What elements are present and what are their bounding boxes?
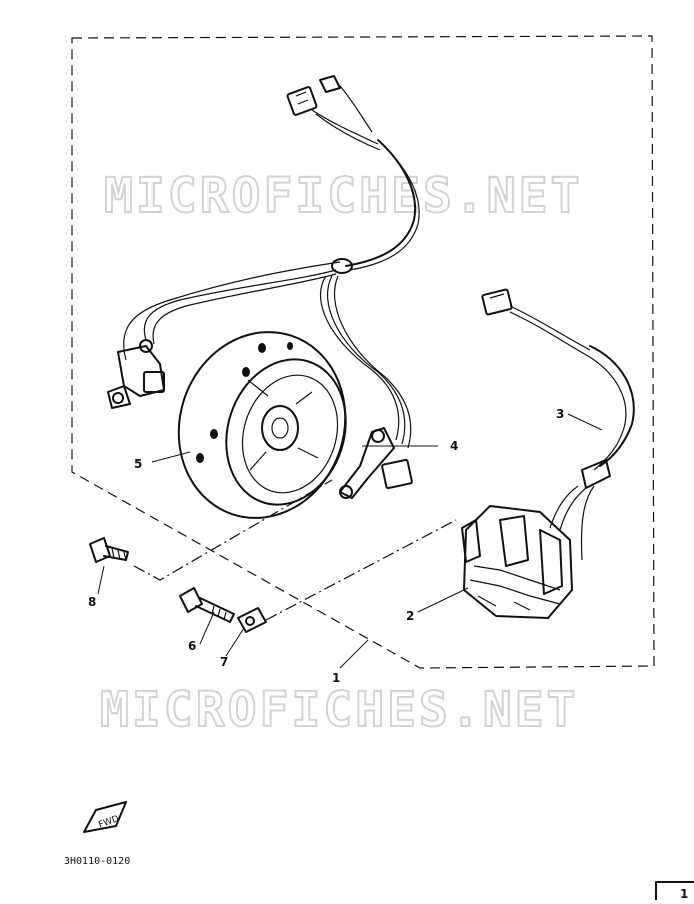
- stator-harness: [481, 288, 635, 561]
- diagram-code: 3H0110-0120: [64, 856, 130, 867]
- leader-lines: [97, 413, 603, 669]
- left-pickup-bracket: [107, 339, 165, 409]
- page-tab-label: 1: [680, 887, 688, 900]
- callout-1: 1: [332, 671, 340, 685]
- callout-7: 7: [220, 655, 228, 669]
- assembly-boundary: [71, 35, 655, 669]
- screw-part-6: [179, 587, 235, 623]
- fwd-arrow-icon: FWD: [83, 801, 127, 833]
- callout-5: 5: [134, 457, 142, 471]
- callout-4: 4: [450, 439, 458, 453]
- upper-wire-harness: [123, 75, 420, 449]
- pickup-coil: [339, 427, 413, 499]
- callouts: 1 2 3 4 5 6 7 8: [88, 407, 564, 685]
- bolt-part-8: [89, 537, 129, 563]
- callout-8: 8: [88, 595, 96, 609]
- clamp-part-7: [237, 607, 267, 633]
- callout-3: 3: [556, 407, 564, 421]
- watermark-top: MICROFICHES.NET: [104, 168, 582, 224]
- page-tab: 1: [655, 881, 694, 901]
- watermark-bottom: MICROFICHES.NET: [100, 682, 578, 738]
- callout-6: 6: [188, 639, 196, 653]
- callout-2: 2: [406, 609, 414, 623]
- rotor-flywheel: [177, 331, 347, 519]
- stator-assembly: [461, 485, 579, 619]
